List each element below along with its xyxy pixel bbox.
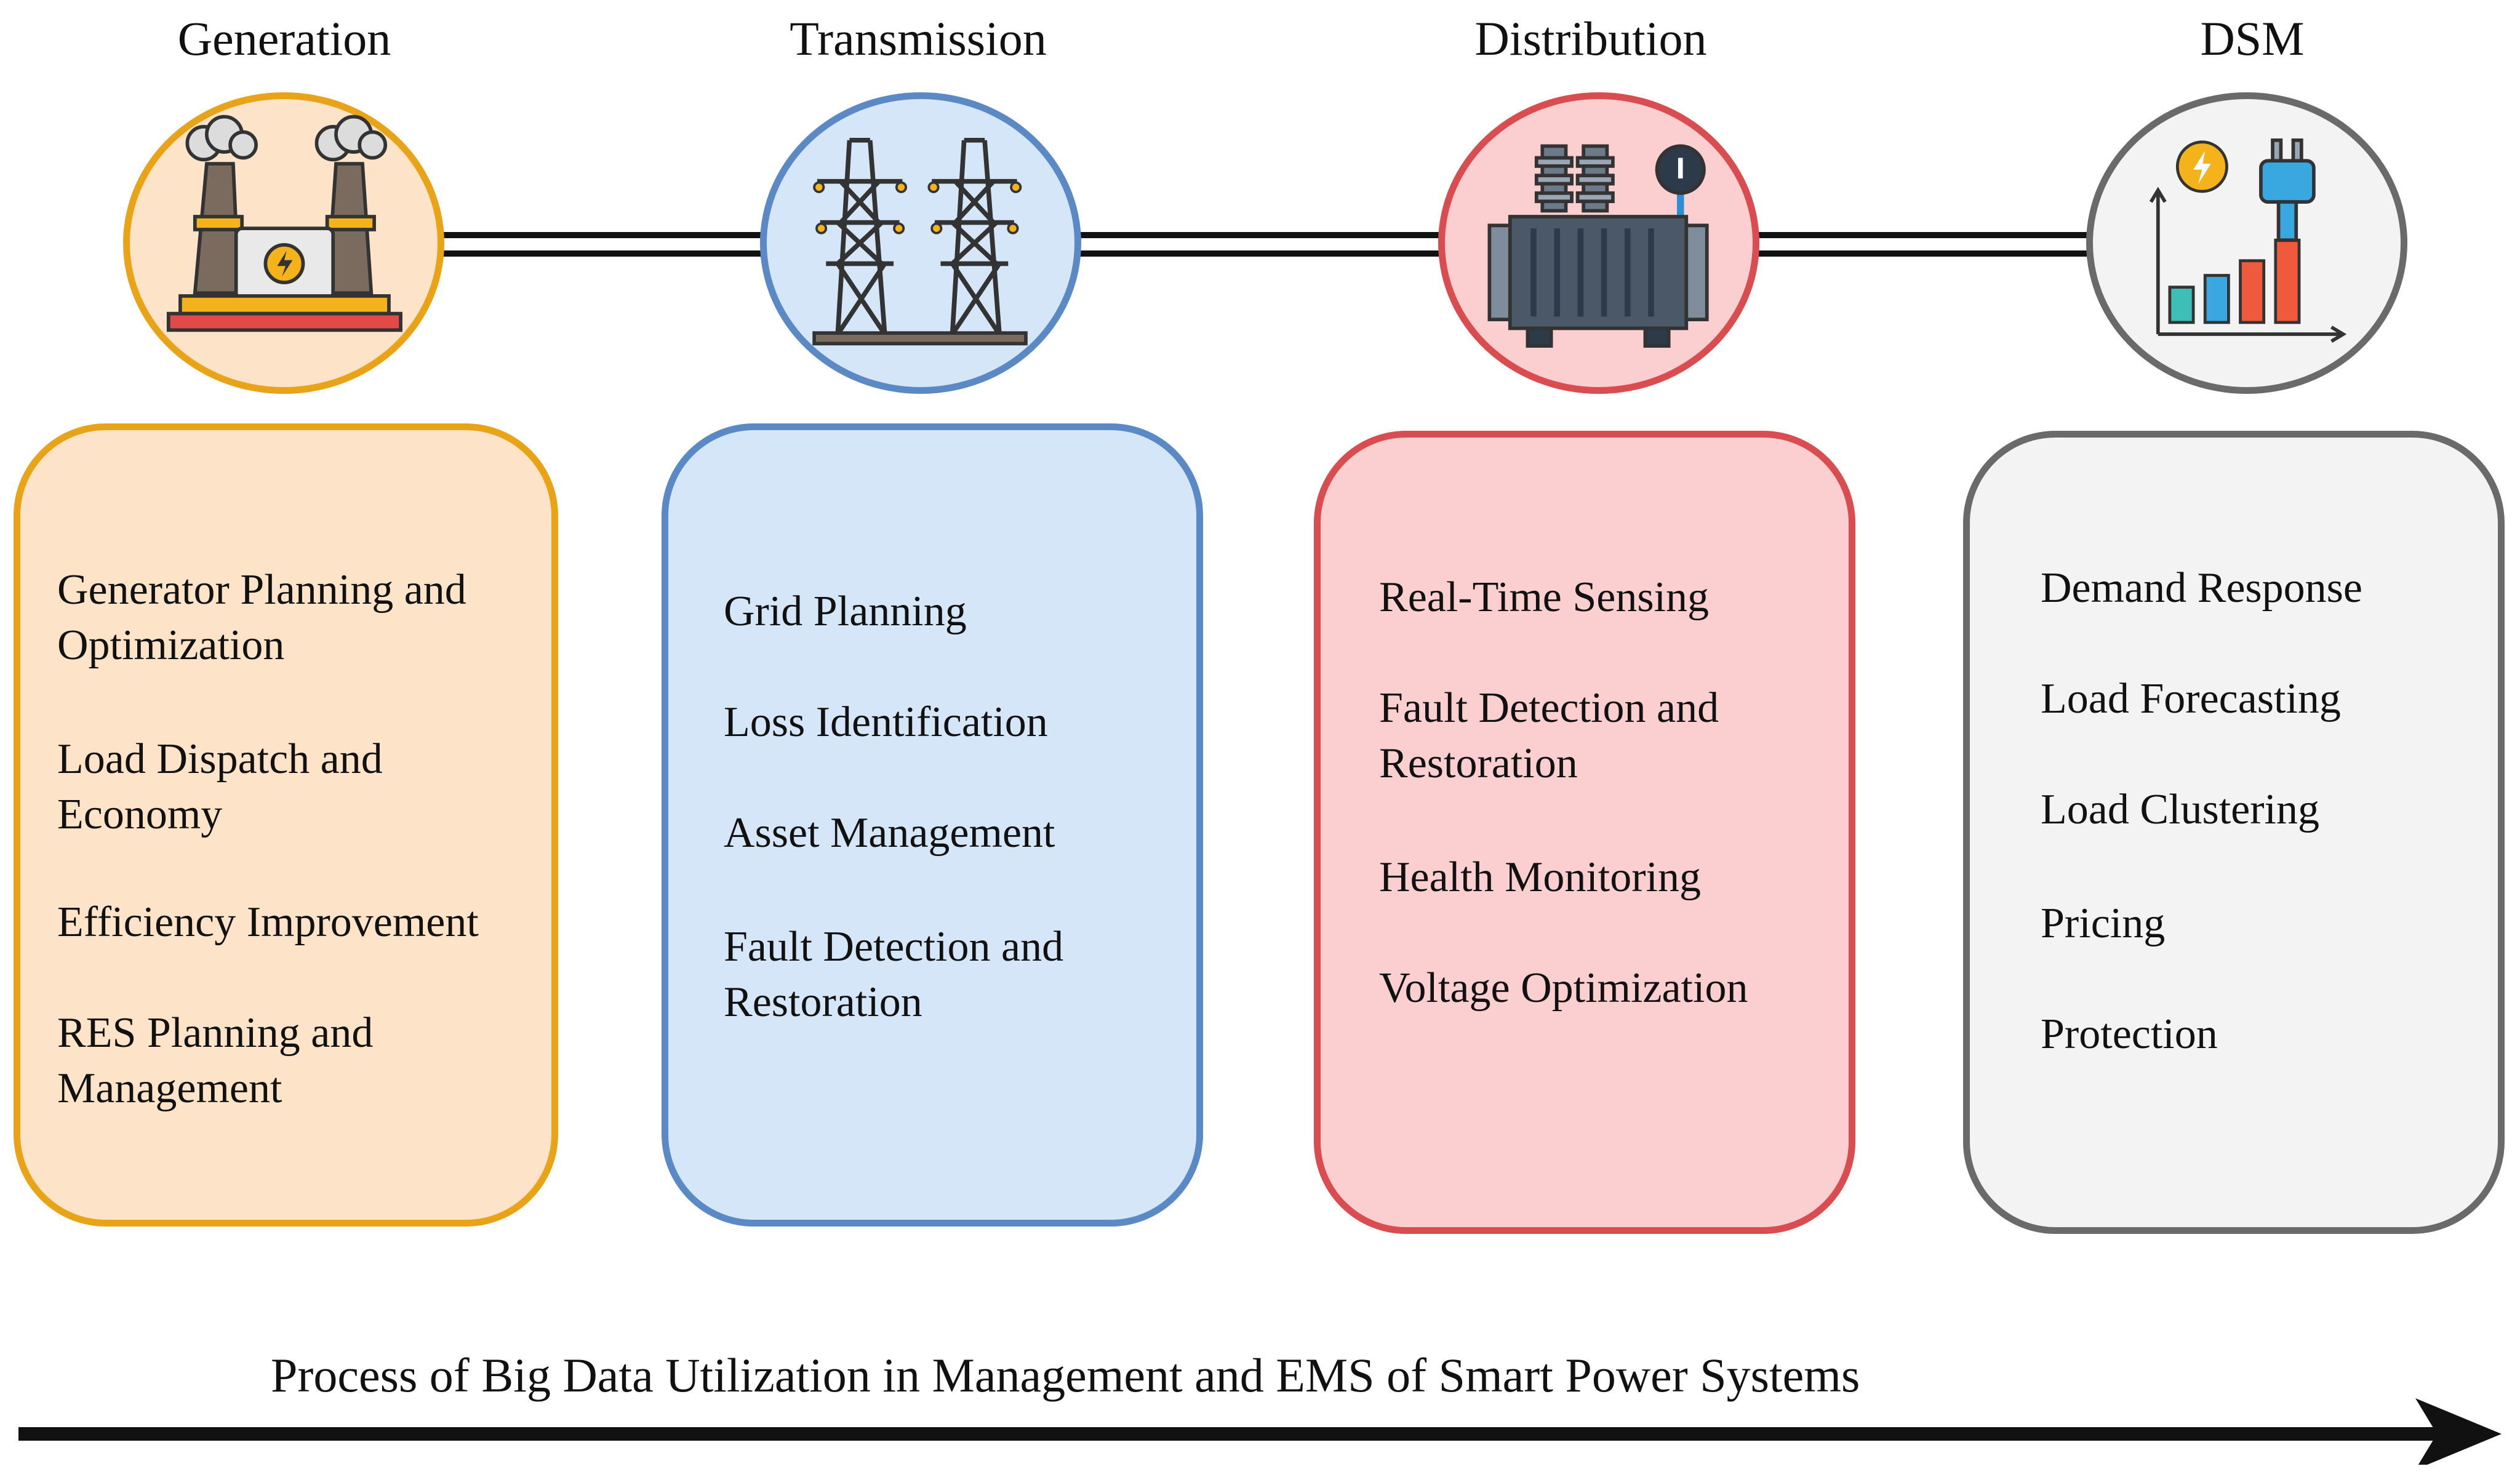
list-item: Pricing [2041, 900, 2166, 947]
list-item: Fault Detection and Restoration [1379, 684, 1719, 787]
process-arrow [18, 1398, 2502, 1465]
card-dsm: Demand Response Load Forecasting Load Cl… [1963, 431, 2505, 1234]
list-item: Loss Identification [724, 698, 1048, 746]
list-item: Health Monitoring [1379, 854, 1701, 901]
card-generation: Generator Planning and Optimization Load… [14, 423, 558, 1227]
power-plant-icon [166, 114, 402, 332]
stage-title-generation: Generation [177, 12, 391, 65]
distribution-circle [1438, 92, 1759, 394]
process-caption: Process of Big Data Utilization in Manag… [271, 1348, 1860, 1402]
transmission-tower-icon [812, 138, 1028, 346]
stage-title-dsm: DSM [2200, 12, 2305, 65]
list-item: Voltage Optimization [1379, 964, 1748, 1012]
stage-title-transmission: Transmission [790, 12, 1047, 65]
list-item: Protection [2041, 1011, 2218, 1058]
dsm-circle [2086, 92, 2407, 394]
list-item: Efficiency Improvement [57, 899, 479, 946]
list-item: Asset Management [724, 809, 1055, 857]
list-item: Fault Detection and Restoration [724, 923, 1064, 1026]
list-item: Load Dispatch and Economy [57, 735, 383, 838]
transmission-circle [760, 92, 1081, 394]
card-distribution: Real-Time Sensing Fault Detection and Re… [1314, 431, 1855, 1234]
list-item: Demand Response [2041, 564, 2362, 612]
card-transmission: Grid Planning Loss Identification Asset … [662, 423, 1203, 1227]
list-item: Generator Planning and Optimization [57, 566, 466, 669]
transformer-icon [1487, 144, 1709, 348]
generation-circle [123, 92, 444, 394]
smart-plug-chart-icon [2149, 138, 2347, 343]
list-item: Load Forecasting [2041, 675, 2341, 722]
arrow-head-icon [2415, 1398, 2502, 1465]
list-item: Load Clustering [2041, 786, 2319, 833]
stage-title-distribution: Distribution [1474, 12, 1707, 65]
list-item: Grid Planning [724, 588, 967, 635]
list-item: RES Planning and Management [57, 1009, 374, 1112]
list-item: Real-Time Sensing [1379, 574, 1710, 621]
